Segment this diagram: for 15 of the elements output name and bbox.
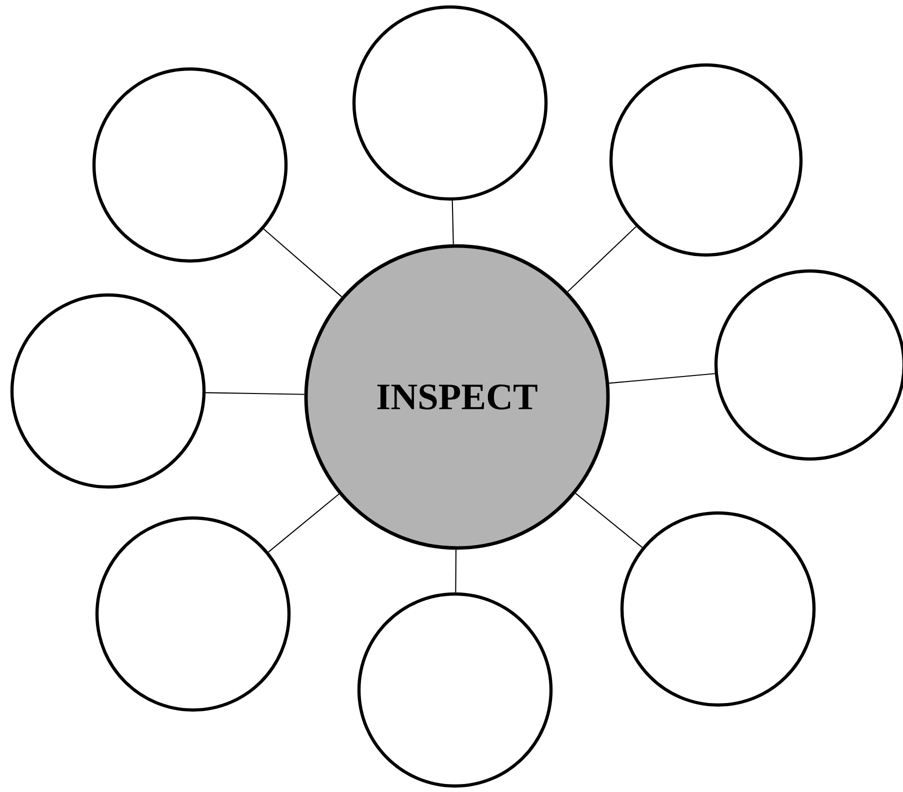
empty-circle bbox=[357, 592, 553, 788]
connector-line bbox=[268, 494, 340, 552]
connector-line bbox=[206, 392, 304, 395]
connector-line bbox=[452, 200, 454, 244]
empty-circle bbox=[95, 516, 291, 712]
empty-circle bbox=[352, 5, 548, 201]
connector-line bbox=[609, 373, 715, 384]
connector-line bbox=[567, 226, 636, 292]
connector-line bbox=[455, 550, 456, 592]
empty-circle bbox=[609, 63, 803, 257]
empty-circle bbox=[620, 511, 816, 707]
empty-circle bbox=[92, 67, 288, 263]
connector-line bbox=[575, 492, 643, 548]
connector-line bbox=[263, 228, 342, 298]
empty-circle bbox=[10, 293, 206, 489]
